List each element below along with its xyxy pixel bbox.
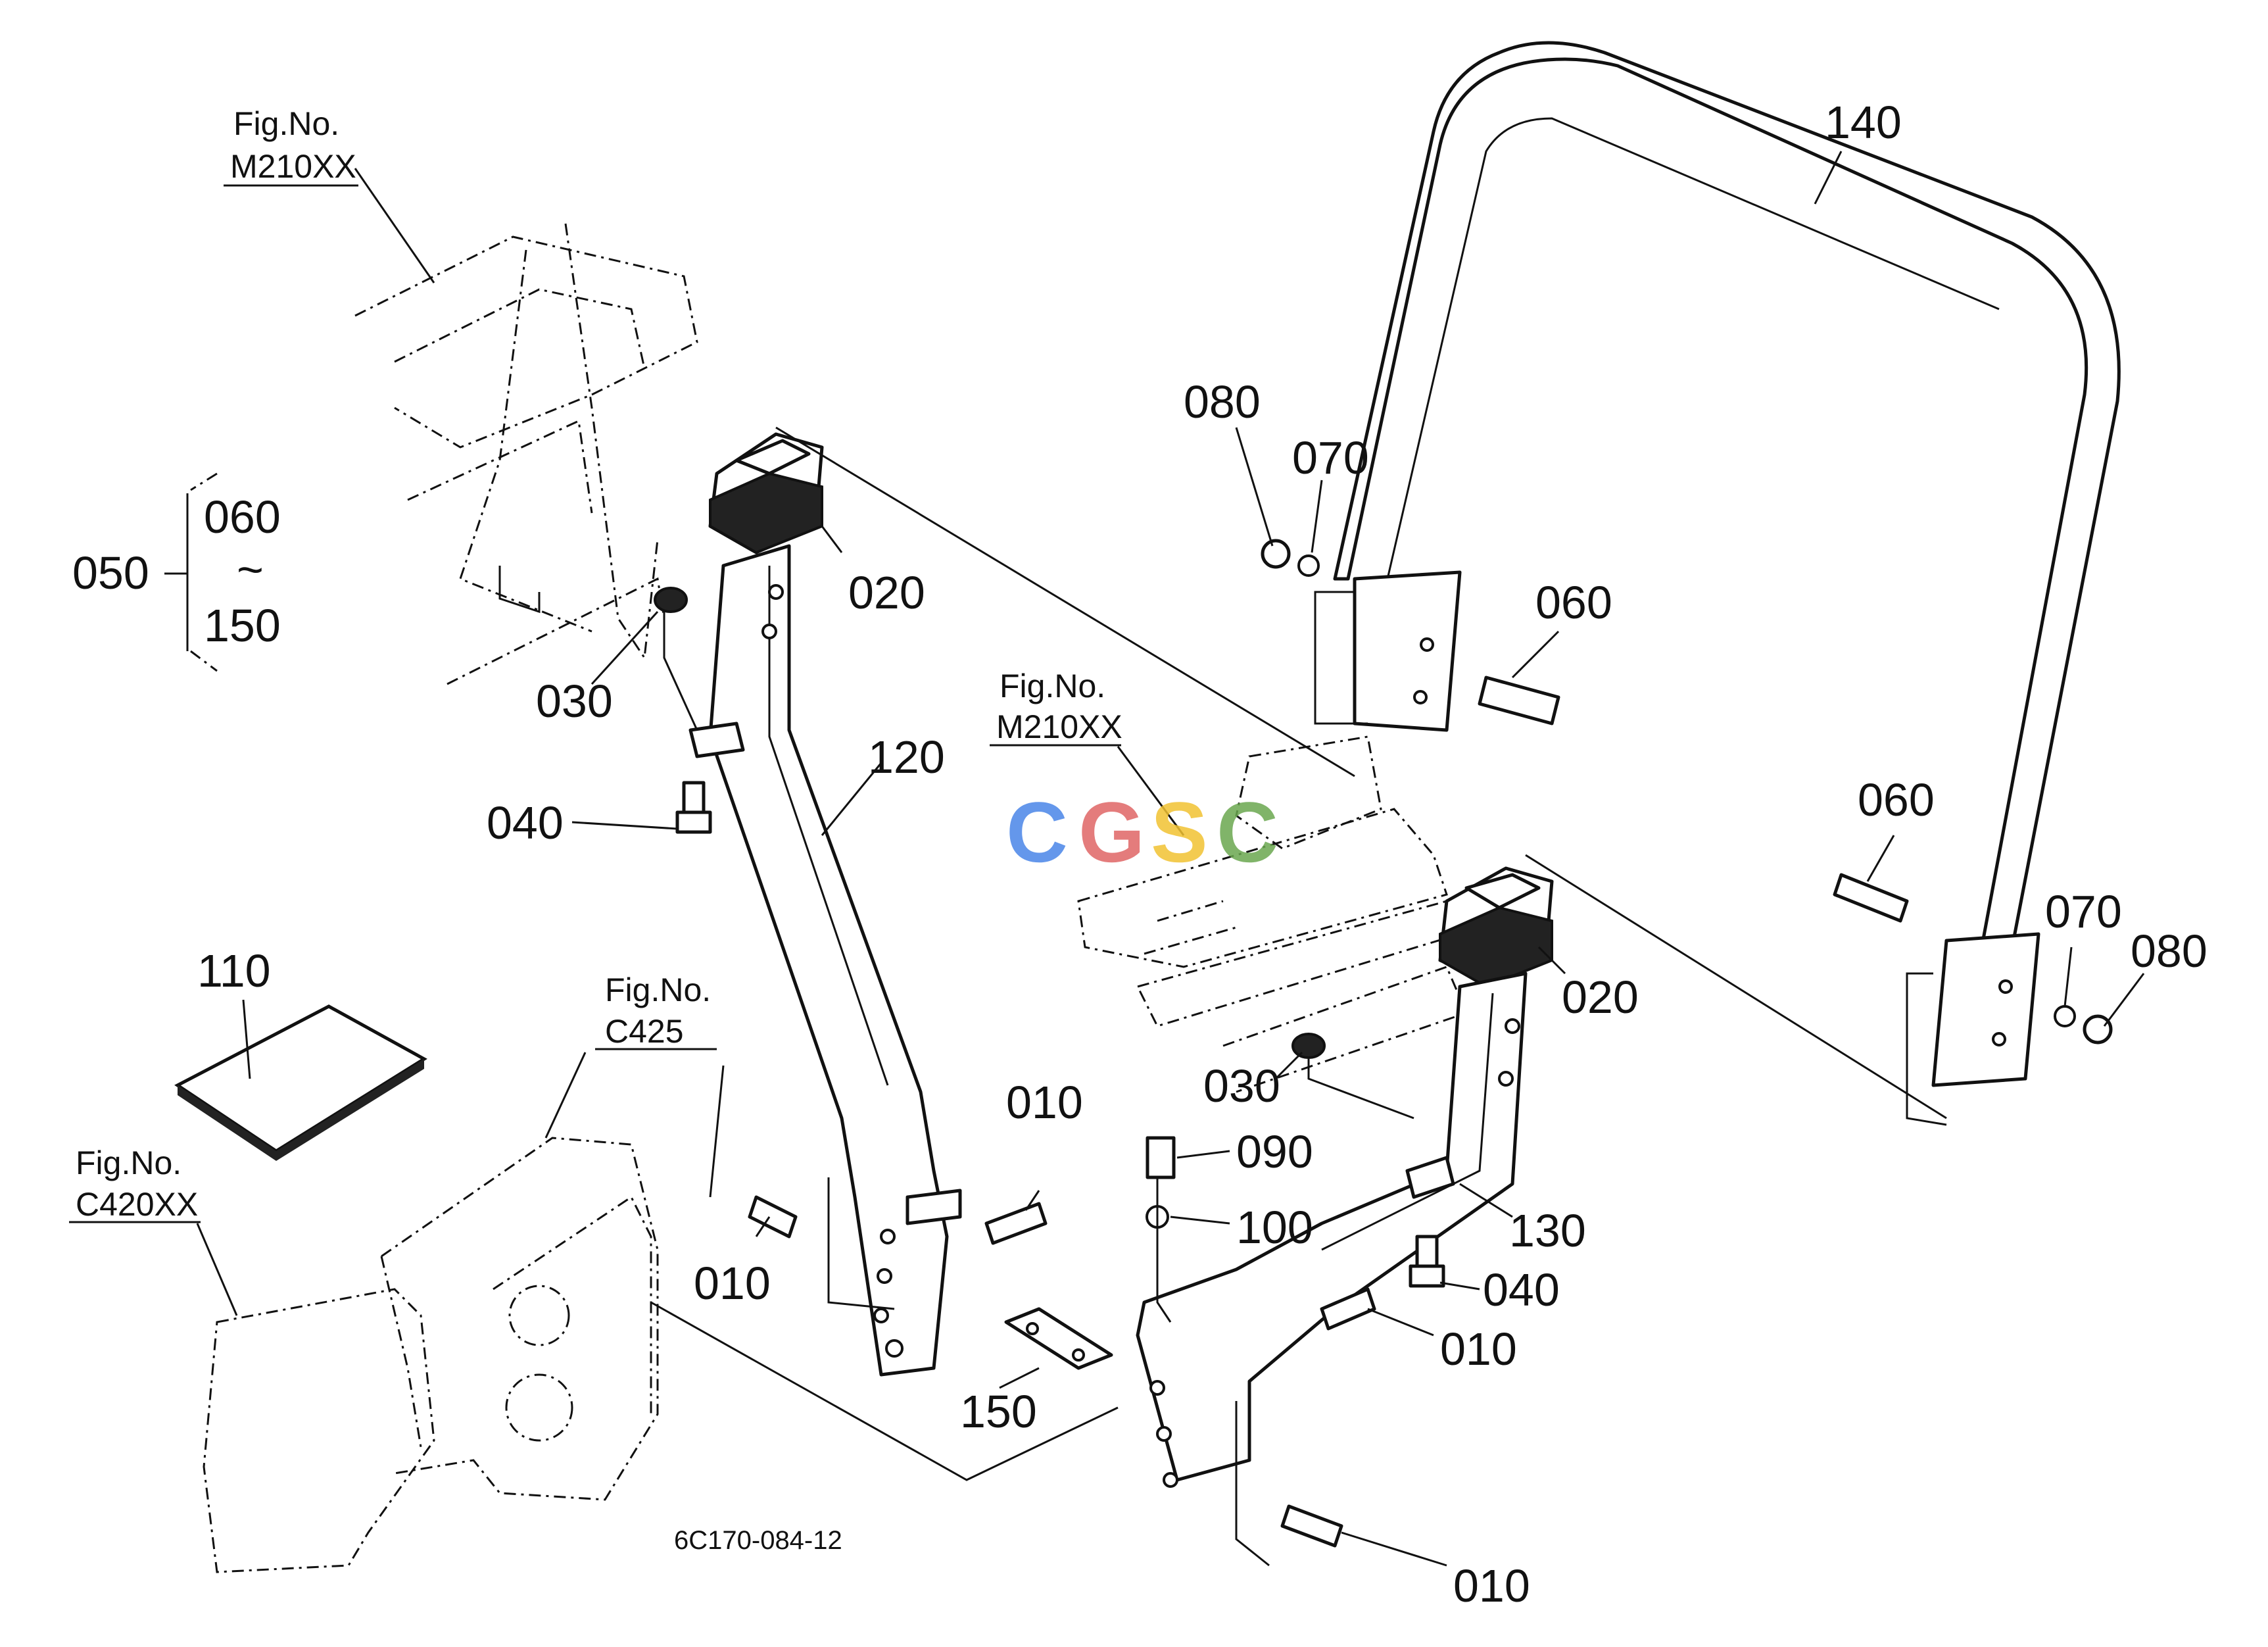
callout-010-b: 010 xyxy=(1006,1077,1083,1128)
callout-010-a: 010 xyxy=(694,1258,771,1309)
callout-010-d: 010 xyxy=(1453,1560,1530,1611)
callout-150-range: 150 xyxy=(204,600,281,651)
fasteners xyxy=(654,539,2113,1548)
watermark-letter-4: C xyxy=(1217,784,1278,880)
callout-150: 150 xyxy=(960,1386,1037,1437)
callout-tilde: ~ xyxy=(237,544,264,595)
fig-ref-2-label: Fig.No. xyxy=(1000,668,1105,704)
watermark-logo: C G S C xyxy=(1006,784,1278,880)
callout-060-top: 060 xyxy=(1535,577,1612,628)
part-130-stanchion xyxy=(1136,971,1528,1488)
callout-080-top: 080 xyxy=(1184,376,1261,428)
callout-070-right: 070 xyxy=(2045,886,2122,937)
fig-ref-2-code: M210XX xyxy=(996,708,1122,745)
callout-120: 120 xyxy=(868,731,945,783)
callout-110: 110 xyxy=(197,945,271,996)
callout-050: 050 xyxy=(72,547,149,599)
part-110-manual xyxy=(174,1004,427,1161)
part-020-boot-left xyxy=(708,432,824,554)
callout-020-right: 020 xyxy=(1562,971,1639,1023)
part-020-boot-right xyxy=(1438,866,1554,989)
part-150-plate xyxy=(1004,1307,1113,1370)
callout-060-range: 060 xyxy=(204,491,281,543)
fig-ref-3-label: Fig.No. xyxy=(605,971,711,1008)
callout-060-right: 060 xyxy=(1858,774,1935,825)
callout-100: 100 xyxy=(1236,1202,1313,1253)
fig-ref-4-label: Fig.No. xyxy=(76,1144,181,1181)
watermark-letter-2: G xyxy=(1078,784,1145,880)
fig-ref-1-label: Fig.No. xyxy=(233,105,339,142)
callout-090: 090 xyxy=(1236,1126,1313,1177)
fig-ref-4-code: C420XX xyxy=(76,1186,198,1223)
callout-070-top: 070 xyxy=(1292,432,1369,483)
callout-030-right: 030 xyxy=(1203,1060,1280,1112)
callout-030-left: 030 xyxy=(536,676,613,727)
drawing-code: 6C170-084-12 xyxy=(674,1526,842,1555)
callout-020-left: 020 xyxy=(848,567,925,618)
callout-labels: 050 060 ~ 150 030 040 020 120 110 010 01… xyxy=(72,97,2208,1611)
watermark-letter-1: C xyxy=(1006,784,1068,880)
callout-140: 140 xyxy=(1825,97,1902,148)
part-120-stanchion xyxy=(688,544,962,1377)
leader-lines xyxy=(69,151,2145,1567)
part-140-rollbar xyxy=(1333,41,2121,1087)
reference-transmission xyxy=(203,1137,659,1573)
callout-130: 130 xyxy=(1509,1205,1586,1256)
fig-ref-3-code: C425 xyxy=(605,1013,684,1050)
callout-040-left: 040 xyxy=(487,797,564,848)
callout-010-c: 010 xyxy=(1440,1323,1517,1375)
figure-references: Fig.No. M210XX Fig.No. M210XX Fig.No. C4… xyxy=(76,105,1122,1223)
callout-040-right: 040 xyxy=(1483,1264,1560,1315)
reference-frame-topleft xyxy=(354,223,698,685)
callout-080-right: 080 xyxy=(2131,925,2208,977)
watermark-letter-3: S xyxy=(1151,784,1208,880)
fig-ref-1-code: M210XX xyxy=(230,148,356,185)
